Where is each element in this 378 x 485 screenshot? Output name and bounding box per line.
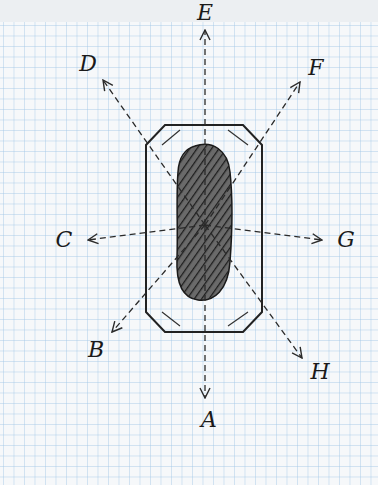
direction-arrow bbox=[88, 225, 205, 240]
direction-letter: H bbox=[310, 361, 329, 383]
crystal-outline bbox=[146, 125, 262, 332]
direction-arrows bbox=[88, 30, 322, 398]
direction-letter: B bbox=[88, 339, 104, 361]
direction-arrow bbox=[205, 82, 300, 225]
direction-letter: G bbox=[337, 229, 355, 251]
direction-arrow bbox=[204, 30, 205, 225]
direction-letter: A bbox=[201, 409, 217, 431]
direction-letter: F bbox=[308, 57, 323, 79]
direction-arrow bbox=[204, 225, 205, 398]
direction-arrow bbox=[205, 225, 322, 240]
top-margin bbox=[0, 0, 378, 22]
direction-arrow bbox=[103, 80, 205, 225]
direction-arrow bbox=[205, 225, 302, 358]
direction-letter: C bbox=[56, 229, 73, 251]
direction-letter: D bbox=[79, 53, 97, 75]
direction-arrow bbox=[112, 225, 205, 332]
direction-letter: E bbox=[197, 2, 213, 24]
grid bbox=[0, 22, 378, 485]
